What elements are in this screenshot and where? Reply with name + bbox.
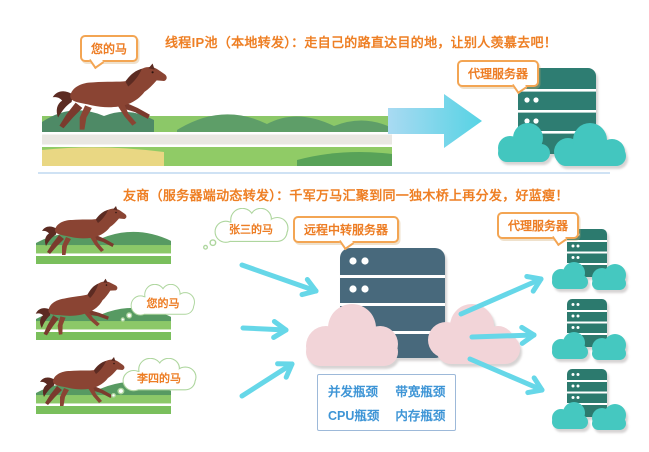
- proxy-server-illustration: [498, 68, 626, 166]
- relay-server-label: 远程中转服务器: [304, 223, 389, 237]
- bottleneck-item: CPU瓶颈: [328, 409, 380, 423]
- bottom-proxy-server-label: 代理服务器: [508, 219, 569, 233]
- zhangsan-horse-bubble: 张三的马: [200, 208, 292, 250]
- your-horse-bubble: 您的马: [80, 35, 139, 62]
- thought-cloud-icon: [111, 358, 197, 398]
- bottleneck-item: 带宽瓶颈: [395, 385, 446, 399]
- bottom-section-title: 友商（服务器端动态转发）：千军万马汇聚到同一独木桥上再分发，好蓝瘦！: [123, 188, 569, 203]
- top-proxy-server-label: 代理服务器: [468, 67, 529, 81]
- lisi-horse-bubble: 李四的马: [108, 358, 200, 398]
- your-horse-label: 您的马: [91, 42, 128, 56]
- thought-cloud-icon: [203, 208, 289, 250]
- bottleneck-box: 并发瓶颈 带宽瓶颈 CPU瓶颈 内存瓶颈: [317, 374, 457, 431]
- section-divider: [38, 172, 610, 174]
- bottleneck-item: 内存瓶颈: [395, 409, 446, 423]
- mini-proxy-server: [548, 298, 628, 362]
- bottom-proxy-server-bubble: 代理服务器: [497, 212, 580, 239]
- thought-cloud-icon: [120, 284, 195, 322]
- relay-server-illustration: [306, 248, 520, 366]
- bottleneck-item: 并发瓶颈: [328, 385, 379, 399]
- mini-proxy-server: [548, 368, 628, 432]
- running-horse: [50, 58, 185, 150]
- zhangsan-horse-label: 张三的马: [229, 224, 273, 236]
- your-horse-label-bottom: 您的马: [146, 298, 180, 310]
- zhangsan-horse: [40, 202, 140, 270]
- top-section-title: 线程IP池（本地转发）：走自己的路直达目的地，让别人羡慕去吧！: [165, 35, 558, 50]
- big-right-arrow-icon: [388, 94, 482, 148]
- top-proxy-server-bubble: 代理服务器: [457, 60, 540, 87]
- lisi-horse-label: 李四的马: [137, 373, 181, 385]
- relay-server-bubble: 远程中转服务器: [293, 216, 400, 243]
- your-horse-bubble-bottom: 您的马: [118, 284, 198, 322]
- meadow-scene: [42, 110, 392, 166]
